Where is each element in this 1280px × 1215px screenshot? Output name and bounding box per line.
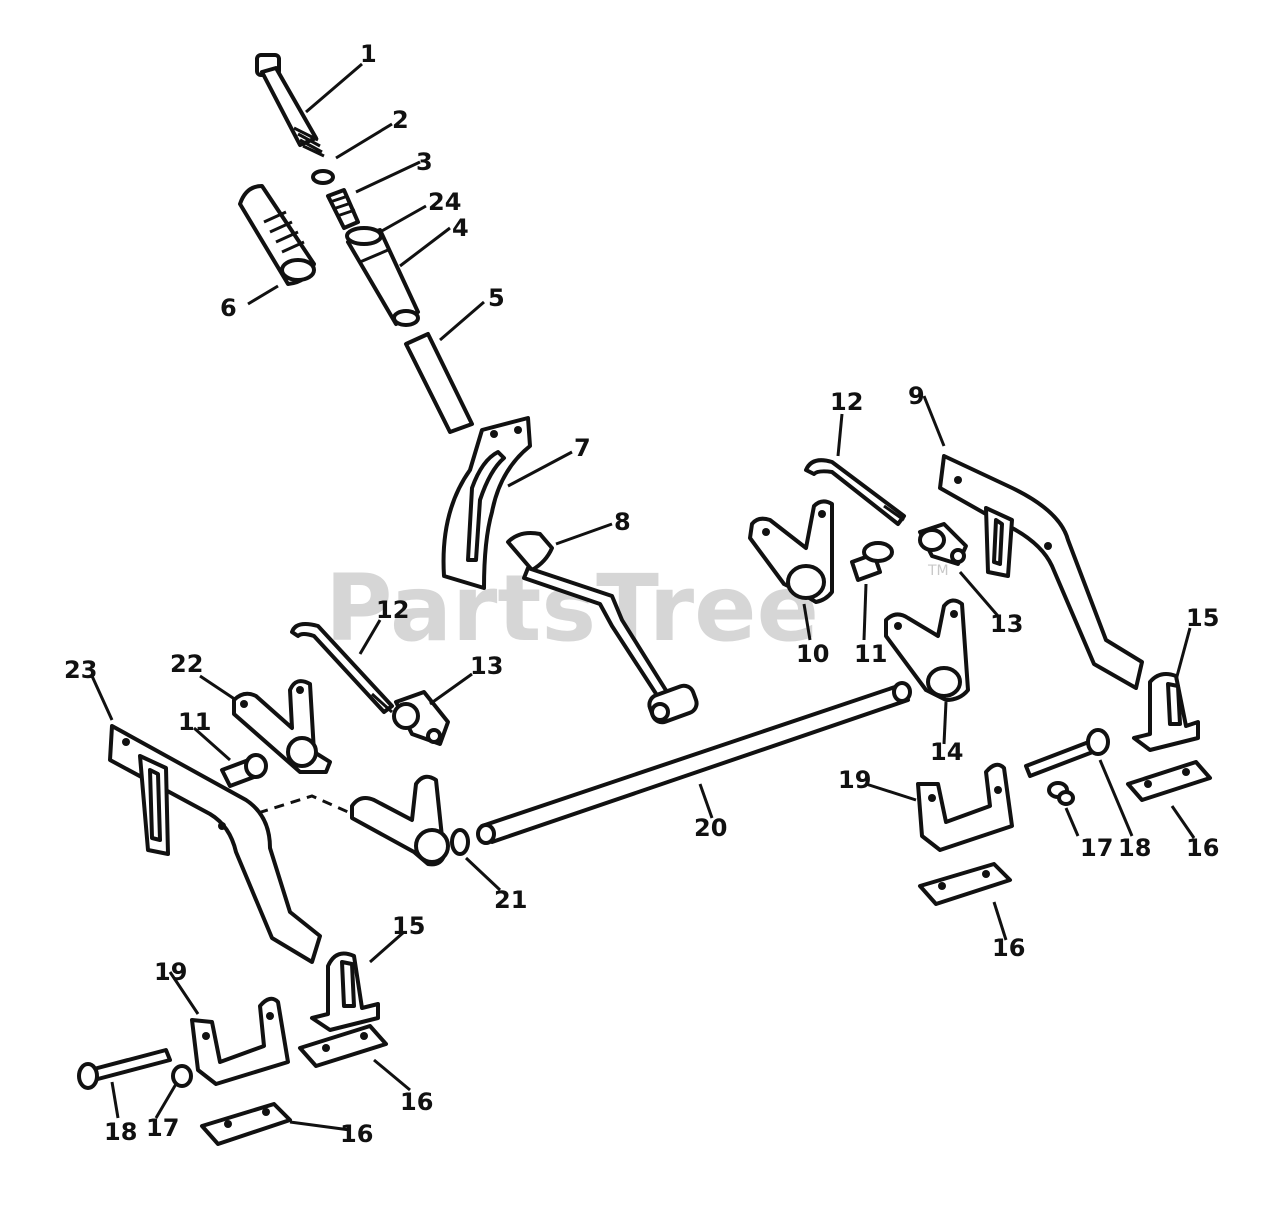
part-17-washer-right[interactable]	[1047, 781, 1075, 806]
callout-8: 8	[614, 508, 631, 536]
callout-16-left-lower: 16	[340, 1120, 373, 1148]
part-1-bolt[interactable]	[255, 53, 325, 158]
part-3-spring[interactable]	[326, 188, 360, 230]
part-22-bell-crank[interactable]	[232, 679, 332, 774]
watermark-tm: TM	[927, 563, 949, 579]
watermark: PartsTree TM	[325, 555, 949, 662]
callout-23: 23	[64, 656, 97, 684]
callout-16-right: 16	[1186, 834, 1219, 862]
part-8-shift-lever[interactable]	[506, 531, 699, 725]
part-19-u-bracket-left[interactable]	[190, 996, 290, 1086]
callout-19-right: 19	[838, 766, 871, 794]
part-12-rod-left[interactable]	[290, 622, 394, 714]
callout-21: 21	[494, 886, 527, 914]
part-18-bolt-left[interactable]	[77, 1048, 172, 1090]
callout-6: 6	[220, 294, 237, 322]
callout-16-left-upper: 16	[400, 1088, 433, 1116]
part-11-pin-right[interactable]	[850, 541, 894, 582]
part-7-quadrant[interactable]	[441, 416, 532, 590]
callout-7: 7	[574, 434, 591, 462]
part-17-nut-left[interactable]	[171, 1064, 193, 1088]
part-19-u-bracket-right[interactable]	[916, 762, 1014, 852]
callout-18-left: 18	[104, 1118, 137, 1146]
part-5-rod[interactable]	[404, 332, 474, 434]
part-21-bell-crank[interactable]	[350, 774, 470, 867]
callout-12-left: 12	[376, 596, 409, 624]
callout-10: 10	[796, 640, 829, 668]
part-10-bell-crank[interactable]	[748, 499, 834, 604]
part-11-pin-left[interactable]	[220, 753, 268, 788]
callout-11-left: 11	[178, 708, 211, 736]
part-16-plate-left-upper[interactable]	[298, 1024, 388, 1068]
callout-15-left: 15	[392, 912, 425, 940]
callout-12-right: 12	[830, 388, 863, 416]
callout-17-right: 17	[1080, 834, 1113, 862]
callout-19-left: 19	[154, 958, 187, 986]
callout-17-left: 17	[146, 1114, 179, 1142]
callout-20: 20	[694, 814, 727, 842]
part-15-bracket-right[interactable]	[1132, 672, 1200, 752]
part-16-plate-right[interactable]	[1126, 760, 1212, 802]
part-23-frame-bar-left[interactable]	[108, 724, 322, 964]
part-14-bell-crank[interactable]	[884, 598, 970, 702]
callout-11-right: 11	[854, 640, 887, 668]
watermark-text: PartsTree	[325, 555, 819, 662]
part-12-rod-right[interactable]	[804, 458, 906, 526]
callout-5: 5	[488, 284, 505, 312]
callout-2: 2	[392, 106, 409, 134]
callout-3: 3	[416, 148, 433, 176]
part-13-clevis-right[interactable]	[918, 522, 968, 566]
callout-22: 22	[170, 650, 203, 678]
callout-13-right: 13	[990, 610, 1023, 638]
callout-9: 9	[908, 382, 925, 410]
part-16-plate-left-lower[interactable]	[200, 1102, 292, 1146]
part-9-frame-bar-right[interactable]	[938, 454, 1144, 690]
part-16-plate-right-lower[interactable]	[918, 862, 1012, 906]
callout-24: 24	[428, 188, 461, 216]
part-15-bracket-left[interactable]	[310, 951, 380, 1032]
callout-14: 14	[930, 738, 963, 766]
callout-18-right: 18	[1118, 834, 1151, 862]
part-20-cross-shaft[interactable]	[476, 681, 912, 845]
callout-1: 1	[360, 40, 377, 68]
part-13-clevis-left[interactable]	[392, 690, 450, 746]
callout-15-right: 15	[1186, 604, 1219, 632]
part-6-grip[interactable]	[238, 184, 316, 286]
callouts: 1 2 3 24 4 5 6 7 8 12 9 13 10 11 15 23 2…	[64, 40, 1219, 1148]
connection-dash	[241, 794, 349, 820]
callout-13-left: 13	[470, 652, 503, 680]
part-2-nut[interactable]	[311, 169, 335, 185]
leader-lines	[90, 62, 1196, 1132]
part-18-bolt-right[interactable]	[1024, 728, 1110, 778]
callout-4: 4	[452, 214, 469, 242]
callout-16-right-lower: 16	[992, 934, 1025, 962]
part-4-handle-sleeve[interactable]	[345, 226, 420, 327]
